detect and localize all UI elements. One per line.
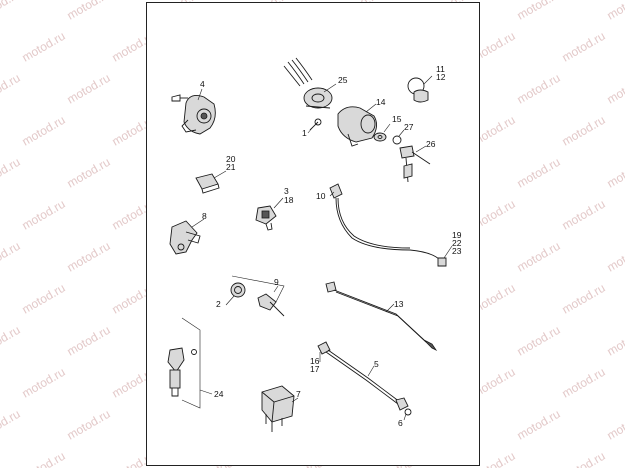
callout-18: 18 bbox=[284, 195, 294, 205]
part-4-switch-housing bbox=[171, 88, 216, 135]
callout-17: 17 bbox=[310, 364, 320, 374]
part-9-switch-fitting bbox=[231, 275, 285, 317]
callout-1: 1 bbox=[302, 128, 307, 138]
part-8-sensor bbox=[169, 218, 205, 255]
callout-11: 11 bbox=[436, 64, 445, 74]
part-20-21-block bbox=[195, 170, 227, 194]
callout-25: 25 bbox=[338, 75, 348, 85]
callout-12: 12 bbox=[436, 72, 446, 82]
callout-24: 24 bbox=[214, 389, 224, 399]
part-13-probe-cable bbox=[325, 281, 438, 352]
part-10-sensor-harness bbox=[329, 183, 447, 267]
callout-15: 15 bbox=[392, 114, 402, 124]
callout-20: 20 bbox=[226, 154, 236, 164]
callout-7: 7 bbox=[296, 389, 301, 399]
part-1-screw bbox=[307, 118, 322, 134]
part-2-o-ring bbox=[225, 282, 246, 306]
callout-27: 27 bbox=[404, 122, 414, 132]
part-6-sensor-tip bbox=[403, 408, 412, 421]
part-5-sensor-cable bbox=[317, 341, 409, 411]
part-24-temperature-sender bbox=[167, 317, 213, 409]
part-14-lock-cylinder bbox=[337, 103, 377, 147]
part-3-18-pressure-switch bbox=[255, 197, 284, 231]
callout-10: 10 bbox=[316, 191, 326, 201]
callout-6: 6 bbox=[398, 418, 403, 428]
part-7-relay bbox=[261, 385, 299, 432]
callout-9: 9 bbox=[274, 277, 279, 287]
part-15-washer bbox=[373, 123, 391, 142]
part-11-12-key-fob bbox=[407, 75, 433, 103]
callout-22: 22 bbox=[452, 238, 462, 248]
callout-2: 2 bbox=[216, 299, 221, 309]
callout-16: 16 bbox=[310, 356, 320, 366]
callout-23: 23 bbox=[452, 246, 462, 256]
diagram-frame bbox=[146, 2, 480, 466]
callout-14: 14 bbox=[376, 97, 386, 107]
callout-8: 8 bbox=[202, 211, 207, 221]
callout-26: 26 bbox=[426, 139, 436, 149]
callout-5: 5 bbox=[374, 359, 379, 369]
callout-21: 21 bbox=[226, 162, 236, 172]
part-27-ring bbox=[392, 129, 405, 145]
callout-13: 13 bbox=[394, 299, 404, 309]
part-26-keys bbox=[399, 145, 431, 183]
callout-19: 19 bbox=[452, 230, 462, 240]
callout-3: 3 bbox=[284, 186, 289, 196]
callout-4: 4 bbox=[200, 79, 205, 89]
leader-19-22-23 bbox=[443, 245, 453, 259]
part-25-coil-assembly bbox=[283, 57, 337, 109]
